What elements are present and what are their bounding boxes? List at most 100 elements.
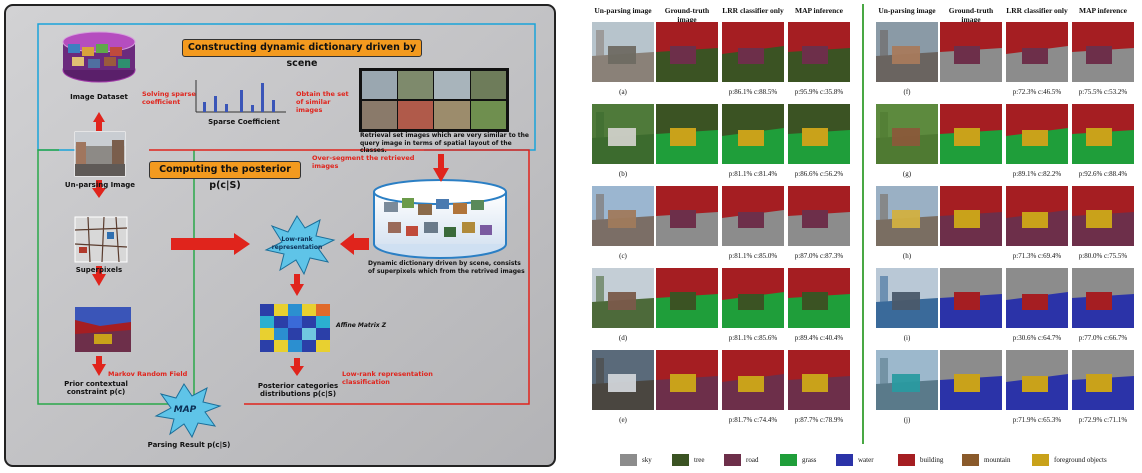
label-obtain-set: Obtain the set of similar images [296,90,349,114]
label-affine-matrix: Affine Matrix Z [336,322,387,329]
legend-swatch-sky [620,454,637,466]
result-tile [1072,186,1134,246]
result-tile [592,186,654,246]
column-header: Un-parsing image [594,6,652,15]
result-tile [722,22,784,82]
result-tile [788,104,850,164]
affine-matrix-grid [260,304,330,352]
diagram-canvas [4,4,556,467]
label-low-rank-classification: Low-rank representation classification [342,370,433,386]
label-sparse-coefficient: Sparse Coefficient [208,118,280,126]
segmentation-thumb [75,307,131,352]
result-tile [940,104,1002,164]
result-tile [1006,186,1068,246]
result-tile [876,268,938,328]
superpixels-thumb [74,216,128,263]
label-map: MAP [173,405,197,415]
result-tile [876,350,938,410]
label-retrieval-text: Retrieval set images which are very simi… [360,132,529,154]
sparse-coefficient-chart [195,80,286,113]
label-superpixels: Superpixels [75,266,123,274]
result-tile [1072,104,1134,164]
map-score: p:72.9% c:71.1% [1078,416,1128,424]
row-label: (j) [903,416,911,424]
row-label: (g) [902,170,912,178]
label-dynamic-dictionary: Dynamic dictionary driven by scene, cons… [368,260,525,275]
result-tile [940,350,1002,410]
legend-swatch-grass [780,454,797,466]
pipeline-diagram: Constructing dynamic dictionary driven b… [4,4,556,467]
map-score: p:89.4% c:40.4% [794,334,844,342]
row-label: (b) [618,170,628,178]
result-tile [656,186,718,246]
legend-label: sky [642,456,652,464]
legend-label: foreground objects [1054,456,1107,464]
label-unparsing-image: Un-parsing Image [64,181,136,189]
result-tile [1072,350,1134,410]
banner-computing-posterior: Computing the posterior p(c|S) [149,161,301,191]
legend-swatch-water [836,454,853,466]
lrr-score: p:71.9% c:65.3% [1012,416,1062,424]
column-header: MAP inference [1079,6,1127,15]
map-starburst [154,383,222,439]
label-over-segment: Over-segment the retrieved images [312,154,415,170]
result-tile [940,22,1002,82]
row-label: (a) [619,88,627,96]
lrr-score: p:71.3% c:69.4% [1012,252,1062,260]
column-header: LRR classifier only [1006,6,1068,15]
row-label: (h) [902,252,912,260]
legend-swatch-tree [672,454,689,466]
legend-swatch-building [898,454,915,466]
map-score: p:92.6% c:88.4% [1078,170,1128,178]
unparsing-image-thumb [74,131,126,177]
result-tile [1072,268,1134,328]
column-header: LRR classifier only [722,6,784,15]
result-tile [1006,350,1068,410]
column-header: MAP inference [795,6,843,15]
map-score: p:75.5% c:53.2% [1078,88,1128,96]
column-header: Ground-truth image [664,6,710,24]
label-mrf: Markov Random Field [108,370,188,378]
lrr-score: p:30.6% c:64.7% [1012,334,1062,342]
result-tile [722,268,784,328]
map-score: p:95.9% c:35.8% [794,88,844,96]
row-label: (f) [903,88,911,96]
row-label: (i) [903,334,911,342]
result-tile [876,186,938,246]
lrr-score: p:72.3% c:46.5% [1012,88,1062,96]
lrr-score: p:81.1% c:85.0% [728,252,778,260]
column-header: Un-parsing image [878,6,936,15]
label-posterior-distribution: Posterior categories distributions p(c|S… [257,382,339,398]
retrieval-set-images [359,68,509,132]
banner-constructing-dictionary: Constructing dynamic dictionary driven b… [182,39,422,69]
result-tile [656,104,718,164]
row-label: (c) [619,252,627,260]
result-tile [788,268,850,328]
result-tile [722,350,784,410]
legend-swatch-road [724,454,741,466]
result-tile [876,104,938,164]
result-tile [656,22,718,82]
results-figure: Un-parsing image Ground-truth image LRR cl… [586,0,1142,473]
legend-label: grass [802,456,817,464]
low-rank-starburst [264,215,336,276]
result-tile [1006,104,1068,164]
label-parsing-result: Parsing Result p(c|S) [147,441,231,449]
legend-label: tree [694,456,705,464]
legend-label: road [746,456,759,464]
lrr-score: p:81.1% c:85.6% [728,334,778,342]
map-score: p:80.0% c:75.5% [1078,252,1128,260]
label-solving-sparse: Solving sparse coefficient [142,90,196,106]
result-tile [940,186,1002,246]
label-image-dataset: Image Dataset [70,93,128,101]
result-tile [592,350,654,410]
dynamic-dictionary-cylinder [373,179,507,259]
result-tile [722,186,784,246]
result-tile [592,268,654,328]
lrr-score: p:89.1% c:82.2% [1012,170,1062,178]
legend-label: water [858,456,874,464]
legend-swatch-foreground-objects [1032,454,1049,466]
label-low-rank: Low-rank representation [271,236,323,251]
result-tile [788,22,850,82]
result-tile [788,350,850,410]
